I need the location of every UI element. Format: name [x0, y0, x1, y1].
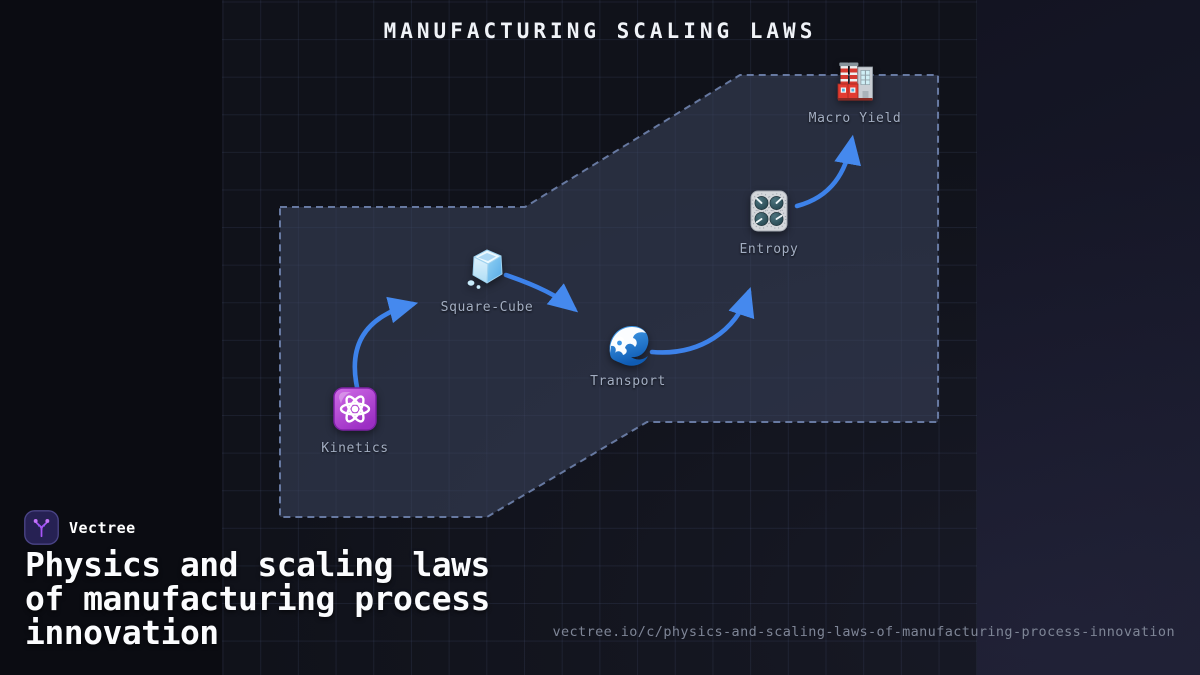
arrow-squarecube-to-transport [503, 272, 579, 313]
page-title: MANUFACTURING SCALING LAWS [383, 19, 817, 43]
footer-url: vectree.io/c/physics-and-scaling-laws-of… [552, 624, 1175, 640]
flow-band-region [279, 74, 939, 518]
node-label-entropy: Entropy [739, 242, 799, 257]
node-label-transport: Transport [590, 374, 666, 389]
arrow-entropy-to-macroyield [794, 134, 861, 209]
ice-cube-icon [462, 242, 510, 294]
node-label-macro-yield: Macro Yield [808, 111, 902, 126]
vectree-logo-icon [24, 510, 59, 545]
factory-icon [831, 58, 879, 110]
water-wave-icon [604, 321, 652, 373]
node-label-square-cube: Square-Cube [440, 300, 534, 315]
brand-block: Vectree [24, 510, 136, 545]
node-label-kinetics: Kinetics [321, 441, 389, 456]
footer-title-line-2: of manufacturing process [25, 579, 490, 618]
arrow-transport-to-entropy [649, 286, 755, 355]
control-knobs-icon [746, 188, 792, 238]
brand-name: Vectree [69, 518, 136, 537]
arrow-kinetics-to-squarecube [352, 296, 419, 390]
footer-title-line-3: innovation [25, 613, 219, 652]
atom-icon [332, 386, 378, 436]
footer-title-line-1: Physics and scaling laws [25, 545, 490, 584]
background-right-panel [977, 0, 1200, 675]
footer-title: Physics and scaling laws of manufacturin… [25, 548, 490, 650]
